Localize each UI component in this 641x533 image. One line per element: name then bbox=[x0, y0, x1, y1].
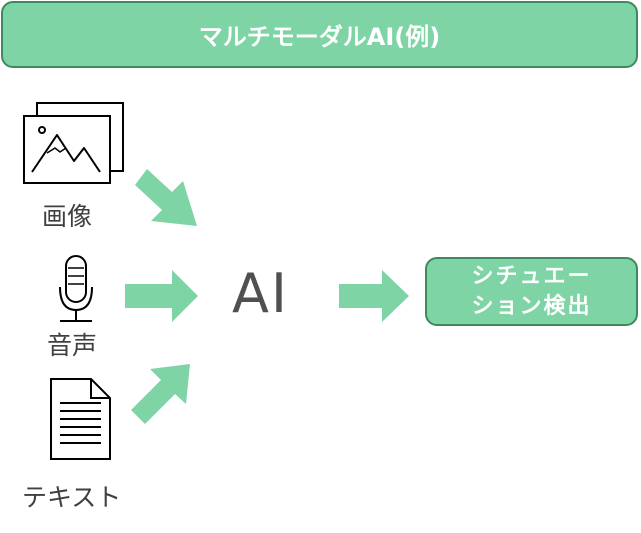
microphone-icon bbox=[59, 255, 93, 322]
arrow-audio-to-ai bbox=[125, 270, 198, 322]
document-icon bbox=[50, 378, 111, 460]
output-line-1: シチュエー bbox=[471, 264, 592, 289]
arrow-image-to-ai bbox=[135, 169, 197, 226]
output-box: シチュエー ション検出 bbox=[425, 257, 638, 326]
input-label-image: 画像 bbox=[42, 202, 93, 231]
arrow-text-to-ai bbox=[131, 364, 190, 424]
image-icon bbox=[23, 102, 124, 184]
output-line-2: ション検出 bbox=[471, 294, 592, 319]
diagram-title: マルチモーダルAI(例) bbox=[1, 1, 638, 68]
input-label-text: テキスト bbox=[22, 483, 122, 512]
arrow-ai-to-output bbox=[339, 270, 409, 322]
ai-label: AI bbox=[232, 262, 289, 325]
input-label-audio: 音声 bbox=[47, 331, 98, 360]
